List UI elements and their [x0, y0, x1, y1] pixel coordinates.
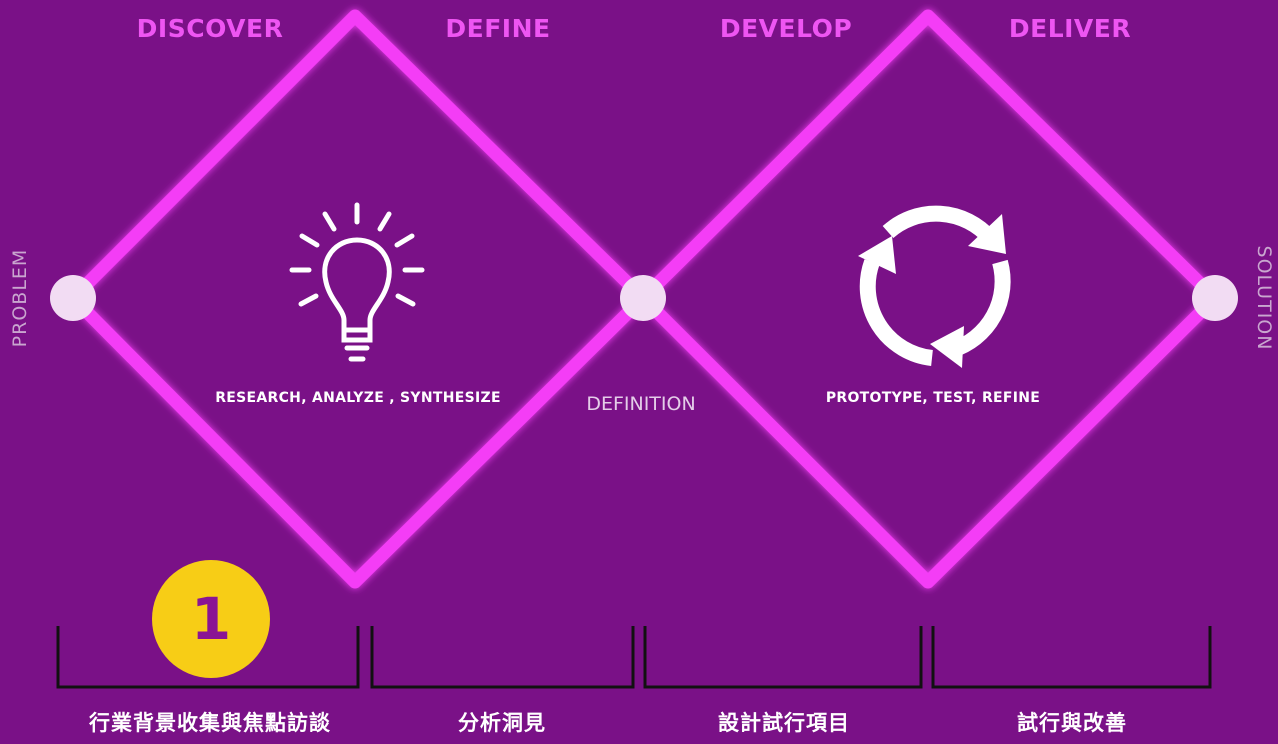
- bracket-1: [56, 626, 360, 689]
- bracket-3: [643, 626, 923, 689]
- phase-develop: DEVELOP: [719, 14, 853, 43]
- lightbulb-icon: [289, 202, 425, 362]
- stage-label-3: 設計試行項目: [718, 711, 850, 735]
- develop-deliver-diamond: [636, 9, 1222, 589]
- diamond-2-caption: PROTOTYPE, TEST, REFINE: [825, 390, 1041, 406]
- problem-label: PROBLEM: [9, 248, 31, 348]
- solution-node: [1192, 275, 1238, 321]
- discover-define-diamond: [66, 9, 650, 589]
- step-badge: 1: [152, 560, 270, 678]
- diamond-1-caption: RESEARCH, ANALYZE , SYNTHESIZE: [215, 390, 501, 406]
- definition-label: DEFINITION: [586, 393, 696, 415]
- problem-node: [50, 275, 96, 321]
- stage-label-2: 分析洞見: [458, 711, 546, 735]
- stage-label-1: 行業背景收集與焦點訪談: [89, 711, 331, 735]
- stage-brackets: [56, 626, 1212, 689]
- phase-define: DEFINE: [445, 14, 551, 43]
- phase-deliver: DELIVER: [1008, 14, 1132, 43]
- phase-discover: DISCOVER: [136, 14, 284, 43]
- definition-node: [620, 275, 666, 321]
- stage-label-4: 試行與改善: [1017, 711, 1127, 735]
- bracket-2: [370, 626, 635, 689]
- cycle-arrows-icon: [858, 205, 1011, 368]
- solution-label: SOLUTION: [1253, 245, 1275, 351]
- bracket-4: [931, 626, 1212, 689]
